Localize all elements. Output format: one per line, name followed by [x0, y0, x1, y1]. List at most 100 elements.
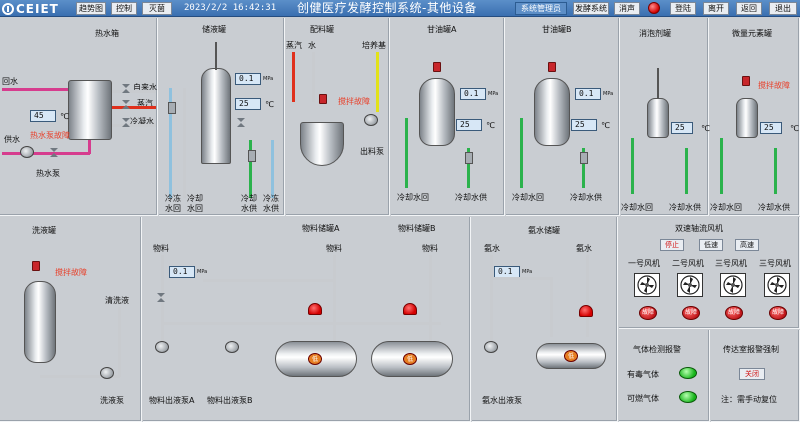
supply-gauge-icon [580, 152, 588, 164]
wash-pump-label: 洗液泵 [100, 396, 124, 405]
exit-button[interactable]: 退出 [769, 2, 797, 15]
trend-button[interactable]: 趋势图 [76, 2, 106, 15]
cooling-supply-label: 冷却 水供 [241, 194, 257, 213]
control-button[interactable]: 控制 [111, 2, 137, 15]
discharge-pump-a-label: 物料出液泵A [149, 396, 195, 405]
return-water-label: 回水 [2, 77, 18, 86]
fan-4-fault-indicator: 故障 [769, 306, 787, 320]
logo-text: CEIET [16, 1, 59, 16]
chilled-supply-label: 冷冻 水供 [263, 194, 279, 213]
steam-label: 蒸汽 [137, 99, 153, 108]
panel-title: 微量元素罐 [732, 29, 772, 38]
fan-low-button[interactable]: 低速 [699, 239, 723, 251]
glycerol-a-temp: 25 [456, 119, 482, 131]
agitator-fault: 搅拌故障 [338, 97, 370, 106]
datetime-display: 2023/2/2 16:42:31 [184, 3, 277, 13]
return-gauge-icon [168, 102, 176, 114]
mute-button[interactable]: 消声 [614, 2, 640, 15]
leave-button[interactable]: 离开 [703, 2, 729, 15]
toxic-gas-lamp-icon [679, 367, 697, 379]
ammonia-beacon-icon [579, 305, 593, 317]
fans-panel: 双速轴流风机 停止 低速 高速 一号风机 二号风机 三号风机 三号风机 故障 故… [619, 217, 800, 329]
cleaning-liquid-label: 清洗液 [105, 296, 129, 305]
agitator-motor-icon [319, 94, 327, 104]
panel-title: 洗液罐 [32, 226, 56, 235]
panel-title: 配料罐 [310, 25, 334, 34]
gas-alarm-panel: 气体检测报警 有毒气体 可燃气体 [619, 330, 710, 422]
antifoam-panel: 消泡剂罐 25 ℃ 冷却水回 冷却水供 [621, 18, 710, 216]
guard-alarm-panel: 传达室报警强制 关闭 注：需手动复位 [711, 330, 800, 422]
sterilize-button[interactable]: 灭菌 [142, 2, 172, 15]
fan-stop-button[interactable]: 停止 [660, 239, 684, 251]
glycerol-b-tank [534, 78, 570, 146]
combustible-gas-label: 可燃气体 [627, 394, 659, 403]
supply-gauge-icon [465, 152, 473, 164]
cooling-return-label: 冷却水回 [621, 203, 653, 212]
panel-title: 物料储罐A [302, 224, 340, 233]
cooling-supply-label: 冷却水供 [570, 193, 602, 202]
fan-2-fault-indicator: 故障 [682, 306, 700, 320]
guard-alarm-off-button[interactable]: 关闭 [739, 368, 765, 380]
tank-a-beacon-icon [308, 303, 322, 315]
discharge-pump-b-icon[interactable] [225, 341, 239, 353]
glycerol-a-panel: 甘油罐A 0.1 MPa 25 ℃ 冷却水回 冷却水供 [391, 18, 505, 216]
agitator-motor-icon [548, 62, 556, 72]
fermentation-system-button[interactable]: 发酵系统 [573, 2, 609, 15]
outlet-valve-icon[interactable] [237, 118, 246, 127]
discharge-pump-b-label: 物料出液泵B [207, 396, 253, 405]
fan-high-button[interactable]: 高速 [735, 239, 759, 251]
fan-2-icon [677, 273, 703, 297]
material-storage-panel: 物料储罐A 物料储罐B 物料 物料 物料 0.1 MPa 低 低 物料出液泵A … [143, 217, 471, 422]
return-pipe [2, 88, 68, 91]
wash-pump-icon[interactable] [100, 367, 114, 379]
panel-title: 气体检测报警 [633, 345, 681, 354]
storage-tank-panel: 储液罐 0.1 MPa 25 ℃ 冷冻 水回 冷却 水回 冷却 水供 冷冻 水供 [159, 18, 285, 216]
reset-note: 注：需手动复位 [721, 395, 777, 404]
user-role-button[interactable]: 系统管理员 [515, 2, 567, 15]
fan-3-icon [720, 273, 746, 297]
ammonia-pump-icon[interactable] [484, 341, 498, 353]
material-pressure: 0.1 [169, 266, 195, 278]
combustible-gas-lamp-icon [679, 391, 697, 403]
tank-a-low-badge: 低 [308, 353, 322, 365]
fan-1-icon [634, 273, 660, 297]
cooling-return-label: 冷却水回 [710, 203, 742, 212]
hot-water-panel: 热水箱 回水 45 ℃ 自来水 蒸汽 冷凝水 供水 热水泵故障 热水泵 [0, 18, 158, 216]
cooling-return-label: 冷却 水回 [187, 194, 203, 213]
cooling-return-label: 冷却水回 [512, 193, 544, 202]
glycerol-b-panel: 甘油罐B 0.1 MPa 25 ℃ 冷却水回 冷却水供 [506, 18, 620, 216]
mixing-tank [300, 122, 344, 166]
ammonia-low-badge: 低 [564, 350, 578, 362]
back-button[interactable]: 返回 [736, 2, 762, 15]
trace-element-panel: 微量元素罐 搅拌故障 25 ℃ 冷却水回 冷却水供 [710, 18, 800, 216]
ammonia-pump-label: 氨水出液泵 [482, 396, 522, 405]
login-button[interactable]: 登陆 [670, 2, 696, 15]
fan-4-icon [764, 273, 790, 297]
trace-element-tank [736, 98, 758, 138]
ammonia-inlet-label: 氨水 [484, 244, 500, 253]
storage-tank [201, 68, 231, 164]
tap-water-valve-icon[interactable] [122, 84, 131, 93]
hot-water-pump-fault: 热水泵故障 [30, 131, 70, 140]
hot-water-pump-icon[interactable] [20, 146, 34, 158]
agitator-motor-icon [433, 62, 441, 72]
hot-water-tank [68, 80, 112, 140]
glycerol-a-pressure: 0.1 [460, 88, 486, 100]
inlet-valve-icon[interactable] [157, 293, 166, 302]
panel-title: 储液罐 [202, 25, 226, 34]
condensate-valve-icon[interactable] [122, 118, 131, 127]
logo-mark-icon [2, 2, 14, 15]
antifoam-tank [647, 98, 669, 138]
steam-valve-icon[interactable] [122, 100, 131, 109]
discharge-pump-icon[interactable] [364, 114, 378, 126]
fan-3-fault-indicator: 故障 [725, 306, 743, 320]
storage-temp: 25 [235, 98, 261, 110]
tap-water-label: 自来水 [133, 83, 157, 92]
panel-title: 传达室报警强制 [723, 345, 779, 354]
discharge-pump-a-icon[interactable] [155, 341, 169, 353]
glycerol-b-temp: 25 [571, 119, 597, 131]
panel-title: 热水箱 [95, 29, 119, 38]
supply-valve-icon[interactable] [50, 148, 59, 157]
condensate-label: 冷凝水 [130, 117, 154, 126]
tank-b-low-badge: 低 [403, 353, 417, 365]
